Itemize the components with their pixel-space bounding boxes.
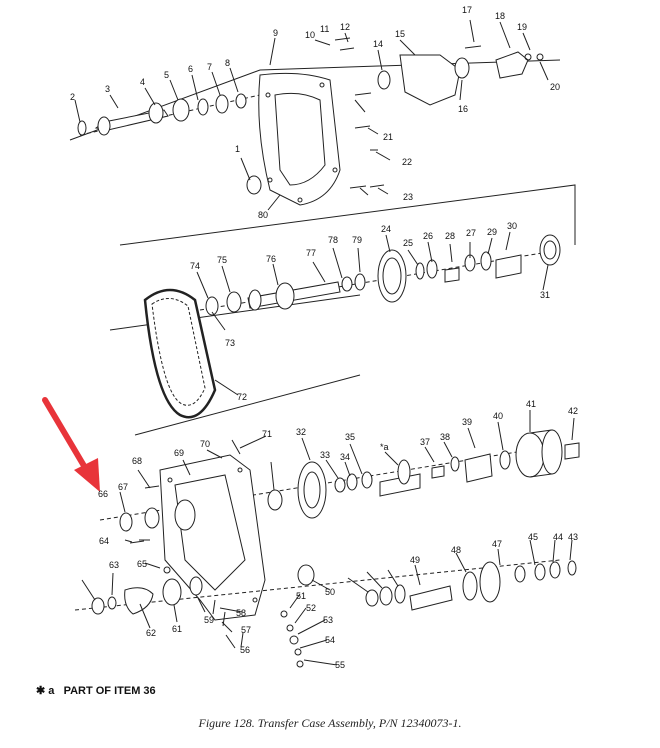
callout-65: 65	[137, 559, 147, 569]
callout-26: 26	[423, 231, 433, 241]
callout-75: 75	[217, 255, 227, 265]
callout-18: 18	[495, 11, 505, 21]
callout-4: 4	[140, 77, 145, 87]
callout-34: 34	[340, 452, 350, 462]
callout-27: 27	[466, 228, 476, 238]
group-boundary-top-lower	[119, 184, 576, 246]
callout-68: 68	[132, 456, 142, 466]
callout-78: 78	[328, 235, 338, 245]
callout-43: 43	[568, 532, 578, 542]
callout-66: 66	[98, 489, 108, 499]
callout-33: 33	[320, 450, 330, 460]
callout-44: 44	[553, 532, 563, 542]
callout-15: 15	[395, 29, 405, 39]
callout-37: 37	[420, 437, 430, 447]
drive-chain	[143, 288, 217, 419]
callout-56: 56	[240, 645, 250, 655]
callout-star-a: *a	[380, 442, 389, 452]
callout-19: 19	[517, 22, 527, 32]
callout-53: 53	[323, 615, 333, 625]
callout-64: 64	[99, 536, 109, 546]
callout-63: 63	[109, 560, 119, 570]
callout-55: 55	[335, 660, 345, 670]
callout-7: 7	[207, 62, 212, 72]
rear-case-section	[99, 429, 580, 648]
callout-51: 51	[296, 591, 306, 601]
callout-57: 57	[241, 625, 251, 635]
callout-48: 48	[451, 545, 461, 555]
callout-52: 52	[306, 603, 316, 613]
callout-61: 61	[172, 624, 182, 634]
callout-54: 54	[325, 635, 335, 645]
callout-22: 22	[402, 157, 412, 167]
callout-5: 5	[164, 70, 169, 80]
callout-17: 17	[462, 5, 472, 15]
callout-59: 59	[204, 615, 214, 625]
callout-67: 67	[118, 482, 128, 492]
callout-28: 28	[445, 231, 455, 241]
callout-9: 9	[273, 28, 278, 38]
footnote-text: PART OF ITEM 36	[63, 685, 156, 697]
callout-62: 62	[146, 628, 156, 638]
callout-12: 12	[340, 22, 350, 32]
callout-20: 20	[550, 82, 560, 92]
footnote-marker: ✱ a	[36, 685, 55, 697]
callout-70: 70	[200, 439, 210, 449]
callout-14: 14	[373, 39, 383, 49]
callout-42: 42	[568, 406, 578, 416]
group-boundary-mid-lower	[134, 374, 361, 436]
callout-77: 77	[306, 248, 316, 258]
callout-58: 58	[236, 608, 246, 618]
callout-41: 41	[526, 399, 536, 409]
callout-80: 80	[258, 210, 268, 220]
callout-11: 11	[320, 24, 329, 34]
callout-79: 79	[352, 235, 362, 245]
callout-50: 50	[325, 587, 335, 597]
callout-76: 76	[266, 254, 276, 264]
callout-69: 69	[174, 448, 184, 458]
footnote: ✱ a PART OF ITEM 36	[36, 684, 156, 697]
callout-72: 72	[237, 392, 247, 402]
callout-40: 40	[493, 411, 503, 421]
callout-71: 71	[262, 429, 272, 439]
front-case-section	[77, 37, 544, 206]
callout-23: 23	[403, 192, 413, 202]
callout-2: 2	[70, 92, 75, 102]
callout-35: 35	[345, 432, 355, 442]
callout-49: 49	[410, 555, 420, 565]
callout-3: 3	[105, 84, 110, 94]
callout-38: 38	[440, 432, 450, 442]
callout-74: 74	[190, 261, 200, 271]
callout-1: 1	[235, 144, 240, 154]
callout-6: 6	[188, 64, 193, 74]
callout-32: 32	[296, 427, 306, 437]
callout-21: 21	[383, 132, 393, 142]
callout-30: 30	[507, 221, 517, 231]
callout-8: 8	[225, 58, 230, 68]
callout-29: 29	[487, 227, 497, 237]
drive-shaft-section	[199, 234, 561, 316]
callout-45: 45	[528, 532, 538, 542]
rear-output-section	[74, 559, 577, 668]
callout-10: 10	[305, 30, 315, 40]
callout-16: 16	[458, 104, 468, 114]
callout-31: 31	[540, 290, 550, 300]
callout-39: 39	[462, 417, 472, 427]
callout-24: 24	[381, 224, 391, 234]
callout-73: 73	[225, 338, 235, 348]
callout-25: 25	[403, 238, 413, 248]
figure-caption: Figure 128. Transfer Case Assembly, P/N …	[198, 716, 462, 730]
callout-47: 47	[492, 539, 502, 549]
red-arrow-pointer	[42, 397, 100, 492]
